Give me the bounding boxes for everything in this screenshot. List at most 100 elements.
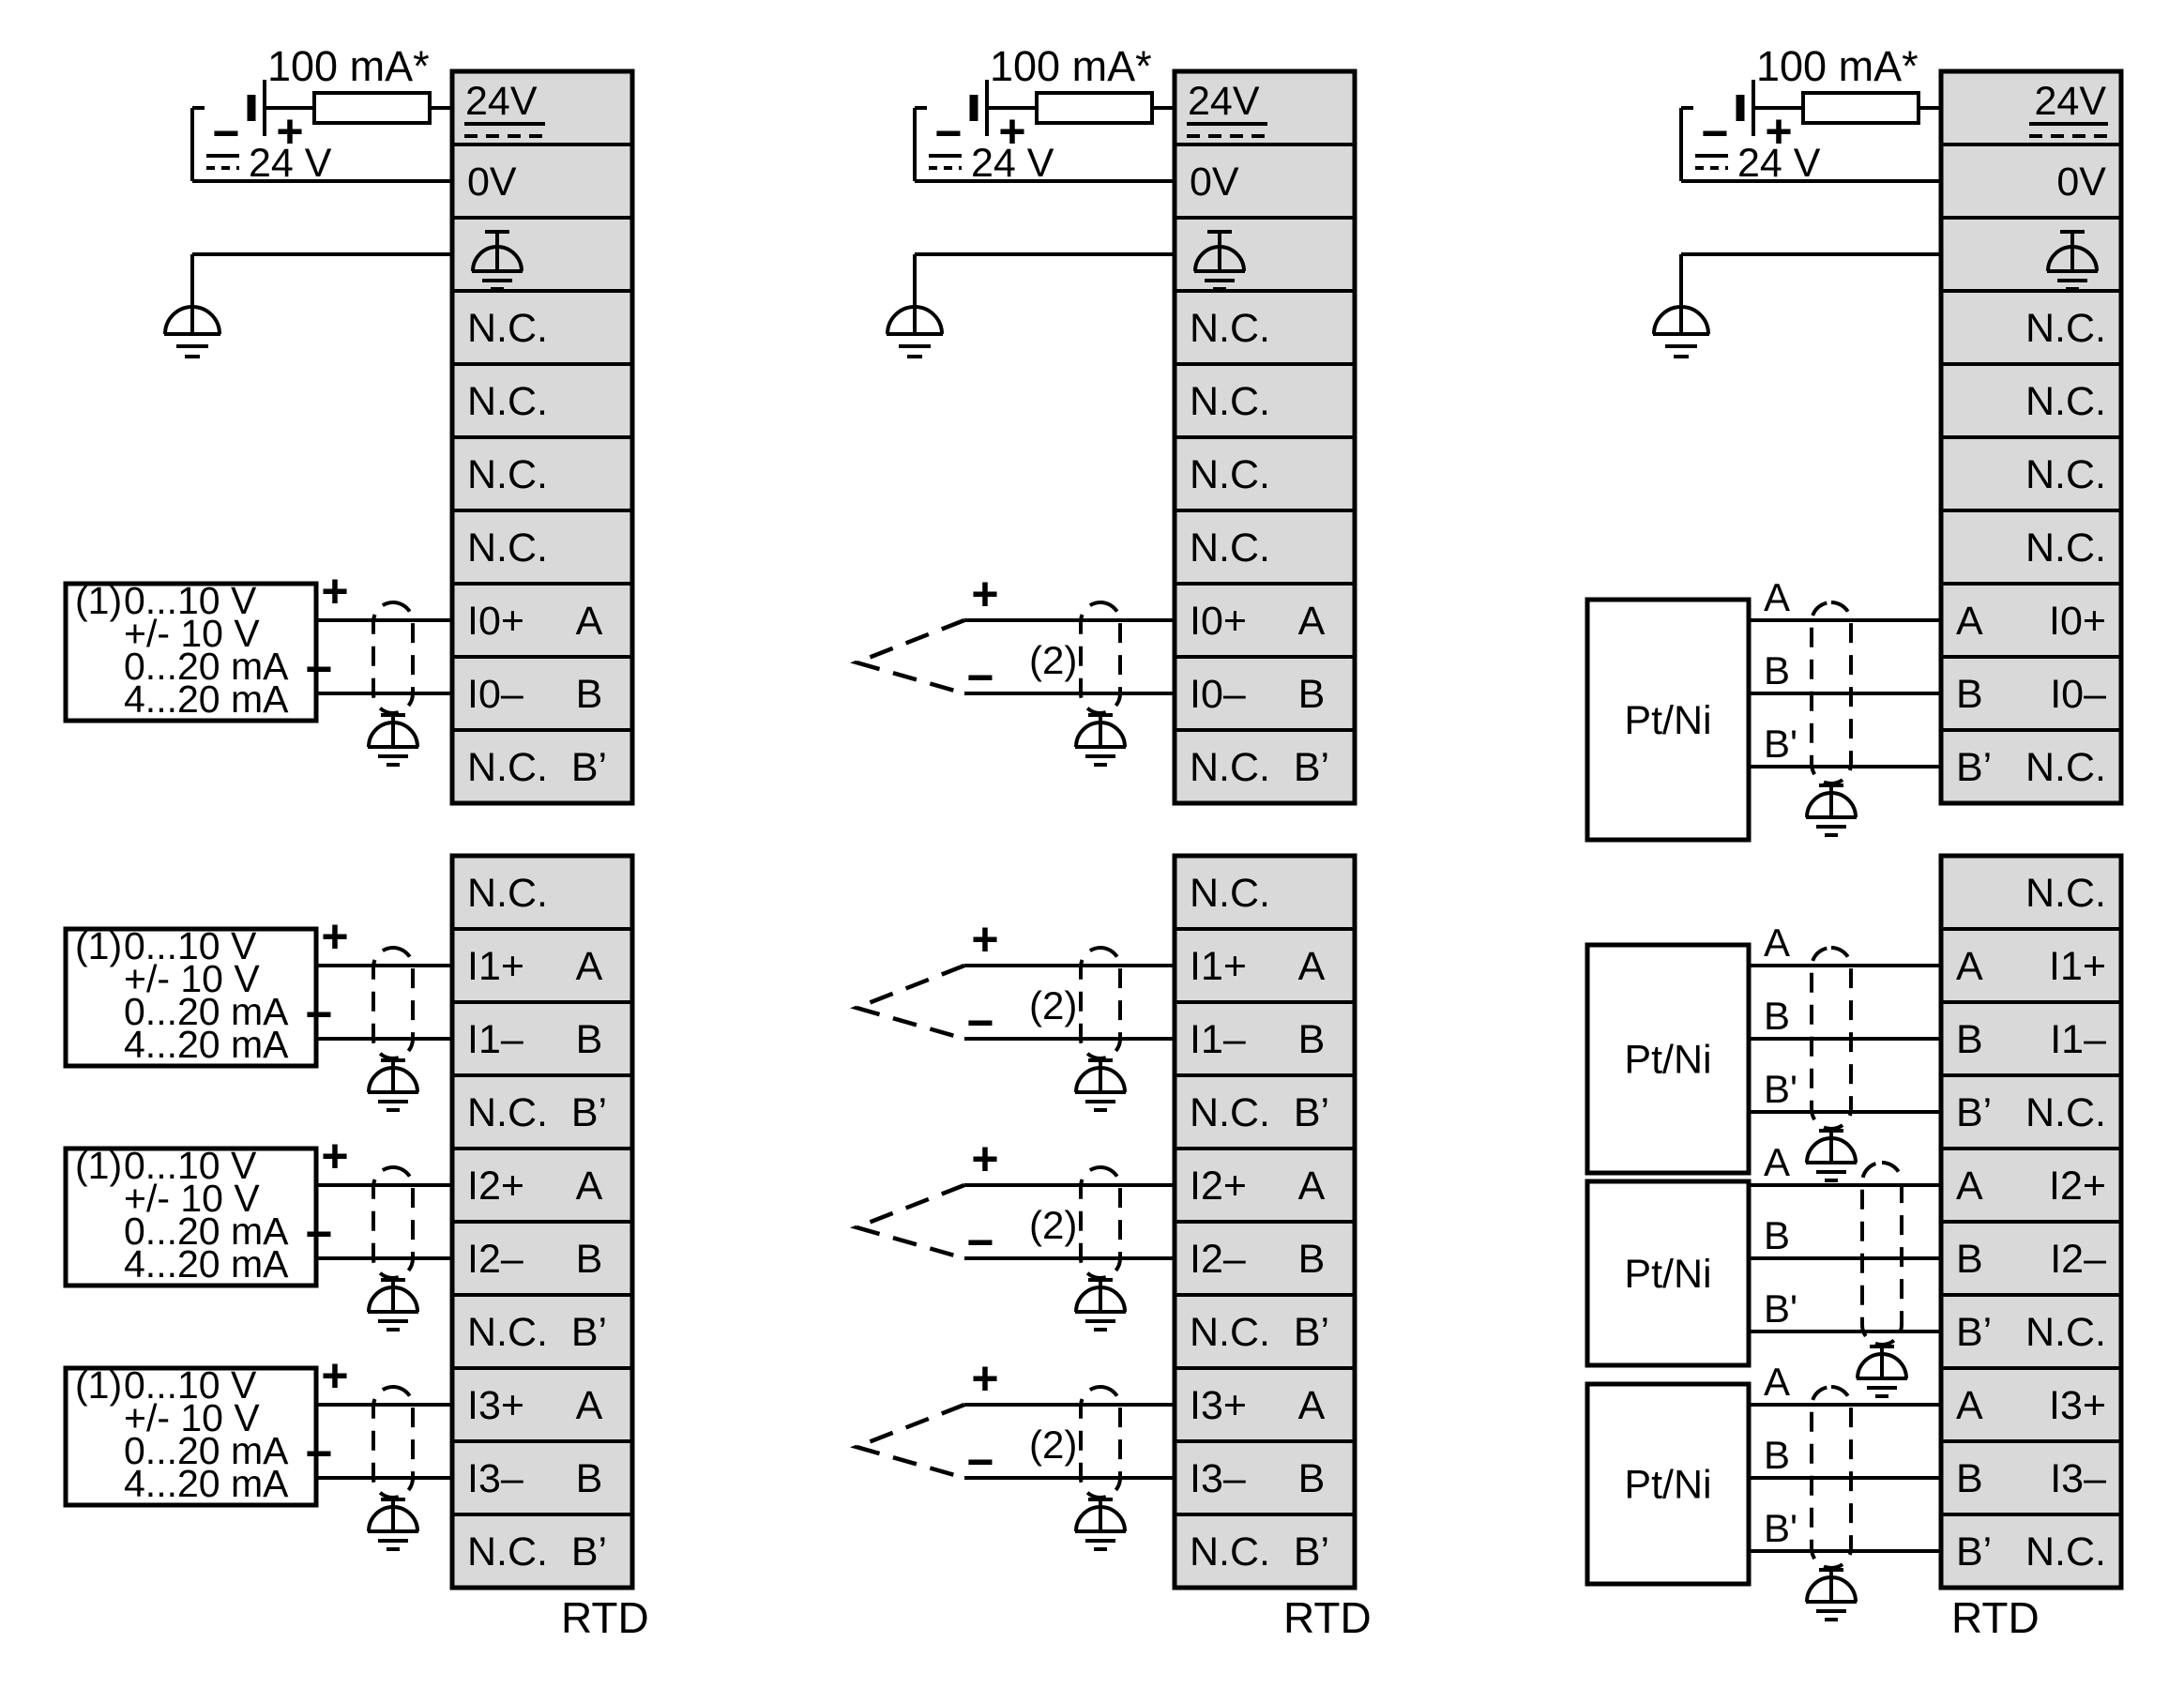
fuse-icon	[312, 91, 432, 125]
terminal-cell: 24V	[464, 79, 545, 138]
source-range-label: +/- 10 V	[124, 612, 260, 655]
terminal-cell: I3–B	[1190, 1456, 1325, 1501]
terminal-pre-label: A	[1956, 599, 1983, 644]
battery-plus-label: +	[998, 105, 1025, 158]
terminal-label: 0V	[1190, 160, 1239, 205]
terminal-sub-label: B’	[571, 1529, 607, 1575]
thermocouple-probe: +−(2)	[849, 1352, 1175, 1551]
cable-shield-icon	[1074, 601, 1127, 767]
terminal-label: I3–	[467, 1456, 523, 1501]
cable-shield-icon	[1805, 946, 1858, 1182]
cable-shield-icon	[1805, 1385, 1858, 1621]
terminal-label: N.C.	[1190, 525, 1270, 571]
terminal-pre-label: B	[1956, 1237, 1983, 1282]
terminal-cell: N.C.B’	[1190, 1529, 1329, 1575]
terminal-label: N.C.	[2025, 452, 2106, 497]
cable-shield-icon	[367, 601, 419, 767]
terminal-sub-label: B	[576, 1017, 603, 1062]
probe-ref-label: (2)	[1029, 983, 1077, 1027]
cable-shield-icon	[1856, 1161, 1908, 1398]
source-range-label: 0...20 mA	[124, 645, 289, 688]
terminal-cell: N.C.	[1190, 871, 1270, 916]
analog-source: (1)0...10 V+/- 10 V0...20 mA4...20 mA+−	[63, 910, 452, 1112]
terminal-cell: I3+A	[1190, 1383, 1326, 1428]
terminal-cell: I2–B	[467, 1237, 602, 1282]
shield-earth-icon	[1074, 1058, 1127, 1112]
terminal-cell: N.C.B’	[467, 745, 607, 790]
terminal-cell: N.C.	[1190, 525, 1270, 571]
terminal-label: I3+	[467, 1383, 524, 1428]
terminal-pre-label: B’	[1956, 1310, 1992, 1355]
terminal-label: N.C.	[2025, 1310, 2106, 1355]
terminal-label: N.C.	[467, 1310, 548, 1355]
terminal-sub-label: A	[576, 599, 603, 644]
terminal-cell: I1–B	[1190, 1017, 1325, 1062]
battery-plus-label: +	[276, 105, 303, 158]
thermocouple-probe-icon	[849, 963, 965, 1042]
functional-earth-icon	[1193, 230, 1246, 291]
power-supply: 100 mA*−+24 V	[886, 42, 1175, 358]
thermocouple-probe: +−(2)	[849, 1133, 1175, 1331]
terminal-cell: N.C.	[2025, 306, 2106, 351]
thermocouple-probe: +−(2)	[849, 913, 1175, 1112]
terminal-label: N.C.	[467, 1529, 548, 1575]
rtd-module-label: RTD	[1951, 1593, 2040, 1642]
shield-earth-icon	[1074, 1278, 1127, 1331]
terminal-cell: N.C.	[467, 525, 548, 571]
power-supply: 100 mA*−+24 V	[163, 42, 452, 358]
battery-plus-label: +	[1765, 105, 1792, 158]
terminal-label: I3+	[1190, 1383, 1247, 1428]
terminal-sub-label: B	[1298, 1237, 1326, 1282]
terminal-cell: I0–B	[1190, 672, 1325, 717]
terminal-label: N.C.	[1190, 1529, 1270, 1575]
thermocouple-probe-icon	[849, 1182, 965, 1261]
analog-source: (1)0...10 V+/- 10 V0...20 mA4...20 mA+−	[63, 565, 452, 767]
shield-earth-icon	[1074, 1498, 1127, 1551]
terminal-label: I2+	[2049, 1164, 2106, 1209]
terminal-label: I0–	[467, 672, 523, 717]
column-thermocouple: 100 mA*−+24 V24V0VN.C.N.C.N.C.N.C.I0+AI0…	[849, 42, 1372, 1642]
plus-mark: +	[971, 568, 998, 620]
battery-minus-label: −	[934, 107, 962, 160]
probe-ref-label: (2)	[1029, 1203, 1077, 1247]
shield-earth-icon	[1074, 713, 1127, 767]
source-ref-label: (1)	[75, 579, 122, 622]
terminal-cell: I0+A	[1190, 599, 1326, 644]
thermocouple-probe-icon	[849, 617, 965, 696]
rtd-probe-label: Pt/Ni	[1624, 1463, 1711, 1508]
shield-earth-icon	[367, 1278, 419, 1331]
terminal-sub-label: B’	[1294, 745, 1329, 790]
cable-shield-icon	[367, 946, 419, 1112]
terminal-strip-block2: N.C.I1+AI1–BN.C.B’I2+AI2–BN.C.B’I3+AI3–B…	[1172, 853, 1357, 1590]
battery-icon	[247, 80, 266, 136]
terminal-sub-label: B’	[571, 1090, 607, 1135]
lead-label: B	[1764, 648, 1790, 692]
terminal-cell: 0V	[467, 160, 517, 205]
terminal-cell: N.C.	[2025, 452, 2106, 497]
terminal-cell: I2+A	[467, 1164, 603, 1209]
earth-ground	[1652, 252, 1941, 358]
cable-shield-icon	[1805, 601, 1858, 837]
lead-label: B	[1764, 994, 1790, 1038]
cable-shield-icon	[367, 1165, 419, 1331]
terminal-pre-label: B	[1956, 672, 1983, 717]
analog-source-box	[63, 926, 319, 1069]
source-range-label: 4...20 mA	[124, 1023, 289, 1066]
terminal-cell: B’N.C.	[1956, 745, 2106, 790]
minus-mark: −	[305, 643, 332, 695]
plus-mark: +	[971, 913, 998, 966]
terminal-cell: N.C.	[2025, 871, 2106, 916]
terminal-sub-label: B’	[571, 1310, 607, 1355]
terminal-label: N.C.	[2025, 745, 2106, 790]
functional-earth-icon	[471, 230, 523, 291]
terminal-cell: N.C.B’	[467, 1090, 607, 1135]
dc-voltage-icon	[1187, 122, 1267, 138]
shield-earth-icon	[1856, 1345, 1908, 1398]
terminal-cell: N.C.	[1190, 306, 1270, 351]
